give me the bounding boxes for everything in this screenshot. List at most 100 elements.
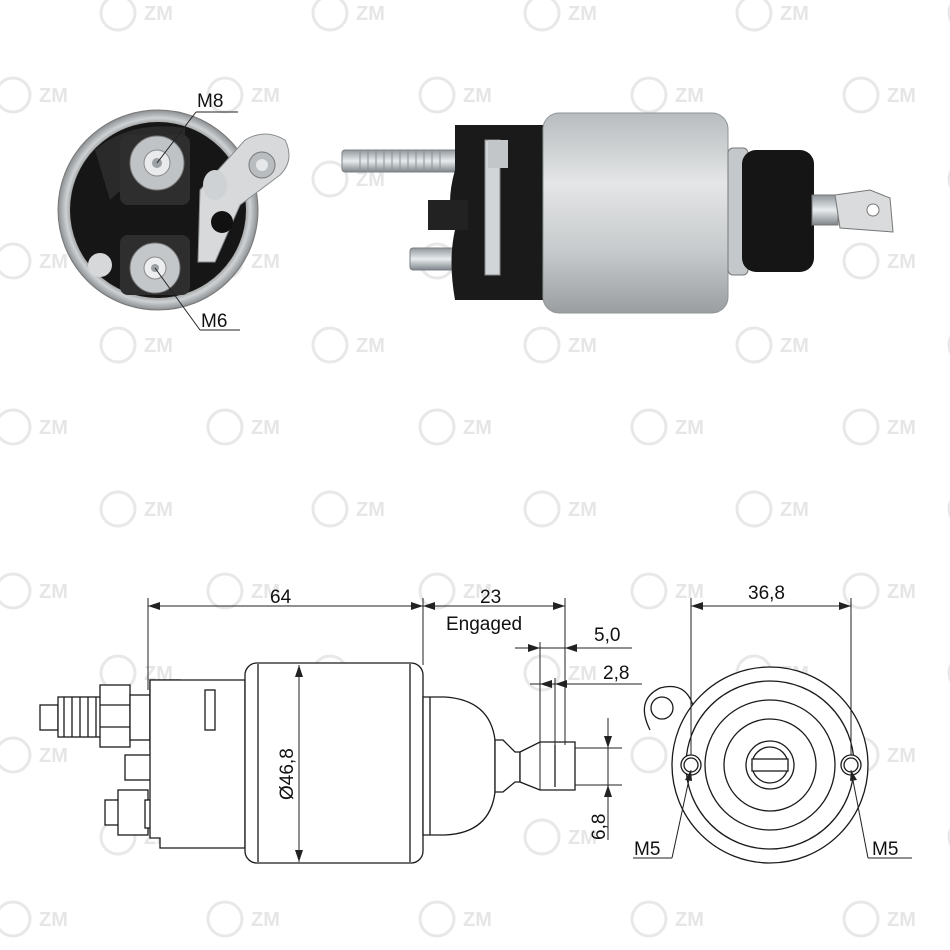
watermark-mark: ZM [311,0,385,32]
watermark-mark: ZM [630,900,704,938]
watermark-text: ZM [251,251,280,273]
watermark-mark: ZM [0,408,68,446]
watermark-mark: ZM [0,900,68,938]
watermark-text: ZM [251,909,280,931]
watermark-text: ZM [144,335,173,357]
dim-stroke-b: 2,8 [603,663,629,684]
watermark-text: ZM [463,909,492,931]
watermark-mark: ZM [735,326,809,364]
watermark-text: ZM [568,3,597,25]
label-mount-left: M5 [634,839,660,860]
watermark-text: ZM [780,3,809,25]
watermark-mark: ZM [418,900,492,938]
watermark-mark: ZM [947,499,950,519]
watermark-text: ZM [675,909,704,931]
dim-stroke-a: 5,0 [594,625,620,646]
watermark-text: ZM [144,3,173,25]
watermark-mark: ZM [735,490,809,528]
label-mount-right: M5 [872,839,898,860]
watermark-mark: ZM [206,572,280,610]
watermark-text: ZM [463,581,492,603]
label-engaged: Engaged [446,614,522,635]
watermark-text: ZM [887,581,916,603]
watermark-text: ZM [887,85,916,107]
watermark-text: ZM [463,85,492,107]
watermark-mark: ZM [99,0,173,32]
watermark-mark: ZM [0,242,68,280]
watermark-mark: ZM [0,76,68,114]
watermark-text: ZM [356,499,385,521]
watermark-text: ZM [463,417,492,439]
watermark-text: ZM [251,417,280,439]
watermark-text: ZM [780,335,809,357]
watermark-text: ZM [887,251,916,273]
watermark-mark: ZM [523,818,597,856]
label-m6: M6 [201,311,227,332]
watermark-mark: ZM [523,654,597,692]
watermark-text: ZM [251,581,280,603]
watermark-text: ZM [356,169,385,191]
watermark-mark: ZM [842,242,916,280]
watermark-mark: ZM [842,572,916,610]
watermark-text: ZM [39,85,68,107]
watermark-mark: ZM [842,900,916,938]
watermark-mark: ZM [523,326,597,364]
watermark-text: ZM [568,827,597,849]
watermark-mark: ZM [842,408,916,446]
watermark-mark: ZM [630,572,704,610]
watermark-text: ZM [887,417,916,439]
watermark-mark: ZM [418,572,492,610]
watermark-text: ZM [675,581,704,603]
watermark-text: ZM [568,499,597,521]
watermark-mark: ZM [947,827,950,847]
watermark-text: ZM [675,85,704,107]
drawing-side-view: 64 23 Engaged 5,0 2,8 Ø46,8 6,8 [39,587,642,864]
watermark-text: ZM [356,3,385,25]
watermark-text: ZM [675,417,704,439]
watermark-text: ZM [887,745,916,767]
watermark-mark: ZM [947,3,950,23]
drawing-front-view: 36,8 M5 M5 [633,583,912,864]
watermark-text: ZM [568,663,597,685]
watermark-mark: ZM [206,408,280,446]
watermark-mark: ZM [523,490,597,528]
watermark-mark: ZM [735,0,809,32]
watermark-text: ZM [39,417,68,439]
dim-length-plunger: 23 [480,587,501,608]
watermark-mark: ZM [311,326,385,364]
watermark-mark: ZM [630,408,704,446]
watermark-mark: ZM [311,490,385,528]
watermark-mark: ZM [947,169,950,189]
watermark-mark: ZM [418,76,492,114]
watermark-mark: ZM [0,736,68,774]
watermark-mark: ZM [418,408,492,446]
photo-side-view [341,112,894,314]
watermark-mark: ZM [206,900,280,938]
dim-eye-width: 6,8 [589,814,610,840]
watermark-text: ZM [568,335,597,357]
watermark-text: ZM [356,335,385,357]
watermark-mark: ZM [99,326,173,364]
watermark-text: ZM [39,251,68,273]
watermark-mark: ZM [842,76,916,114]
watermark-mark: ZM [0,572,68,610]
watermark-text: ZM [39,581,68,603]
watermark-mark: ZM [311,160,385,198]
watermark-mark: ZM [99,490,173,528]
watermark-text: ZM [39,909,68,931]
watermark-text: ZM [780,499,809,521]
watermark-mark: ZM [523,0,597,32]
watermark-mark: ZM [630,76,704,114]
label-m8: M8 [197,91,223,112]
watermark-mark: ZM [947,663,950,683]
watermark-mark: ZM [947,335,950,355]
watermark-text: ZM [887,909,916,931]
dim-hole-spacing: 36,8 [748,583,785,604]
photo-end-view: M8 M6 [57,91,290,332]
dim-diameter: Ø46,8 [277,748,298,800]
watermark-text: ZM [144,499,173,521]
watermark-text: ZM [39,745,68,767]
dim-length-body: 64 [270,587,292,608]
watermark-text: ZM [251,85,280,107]
